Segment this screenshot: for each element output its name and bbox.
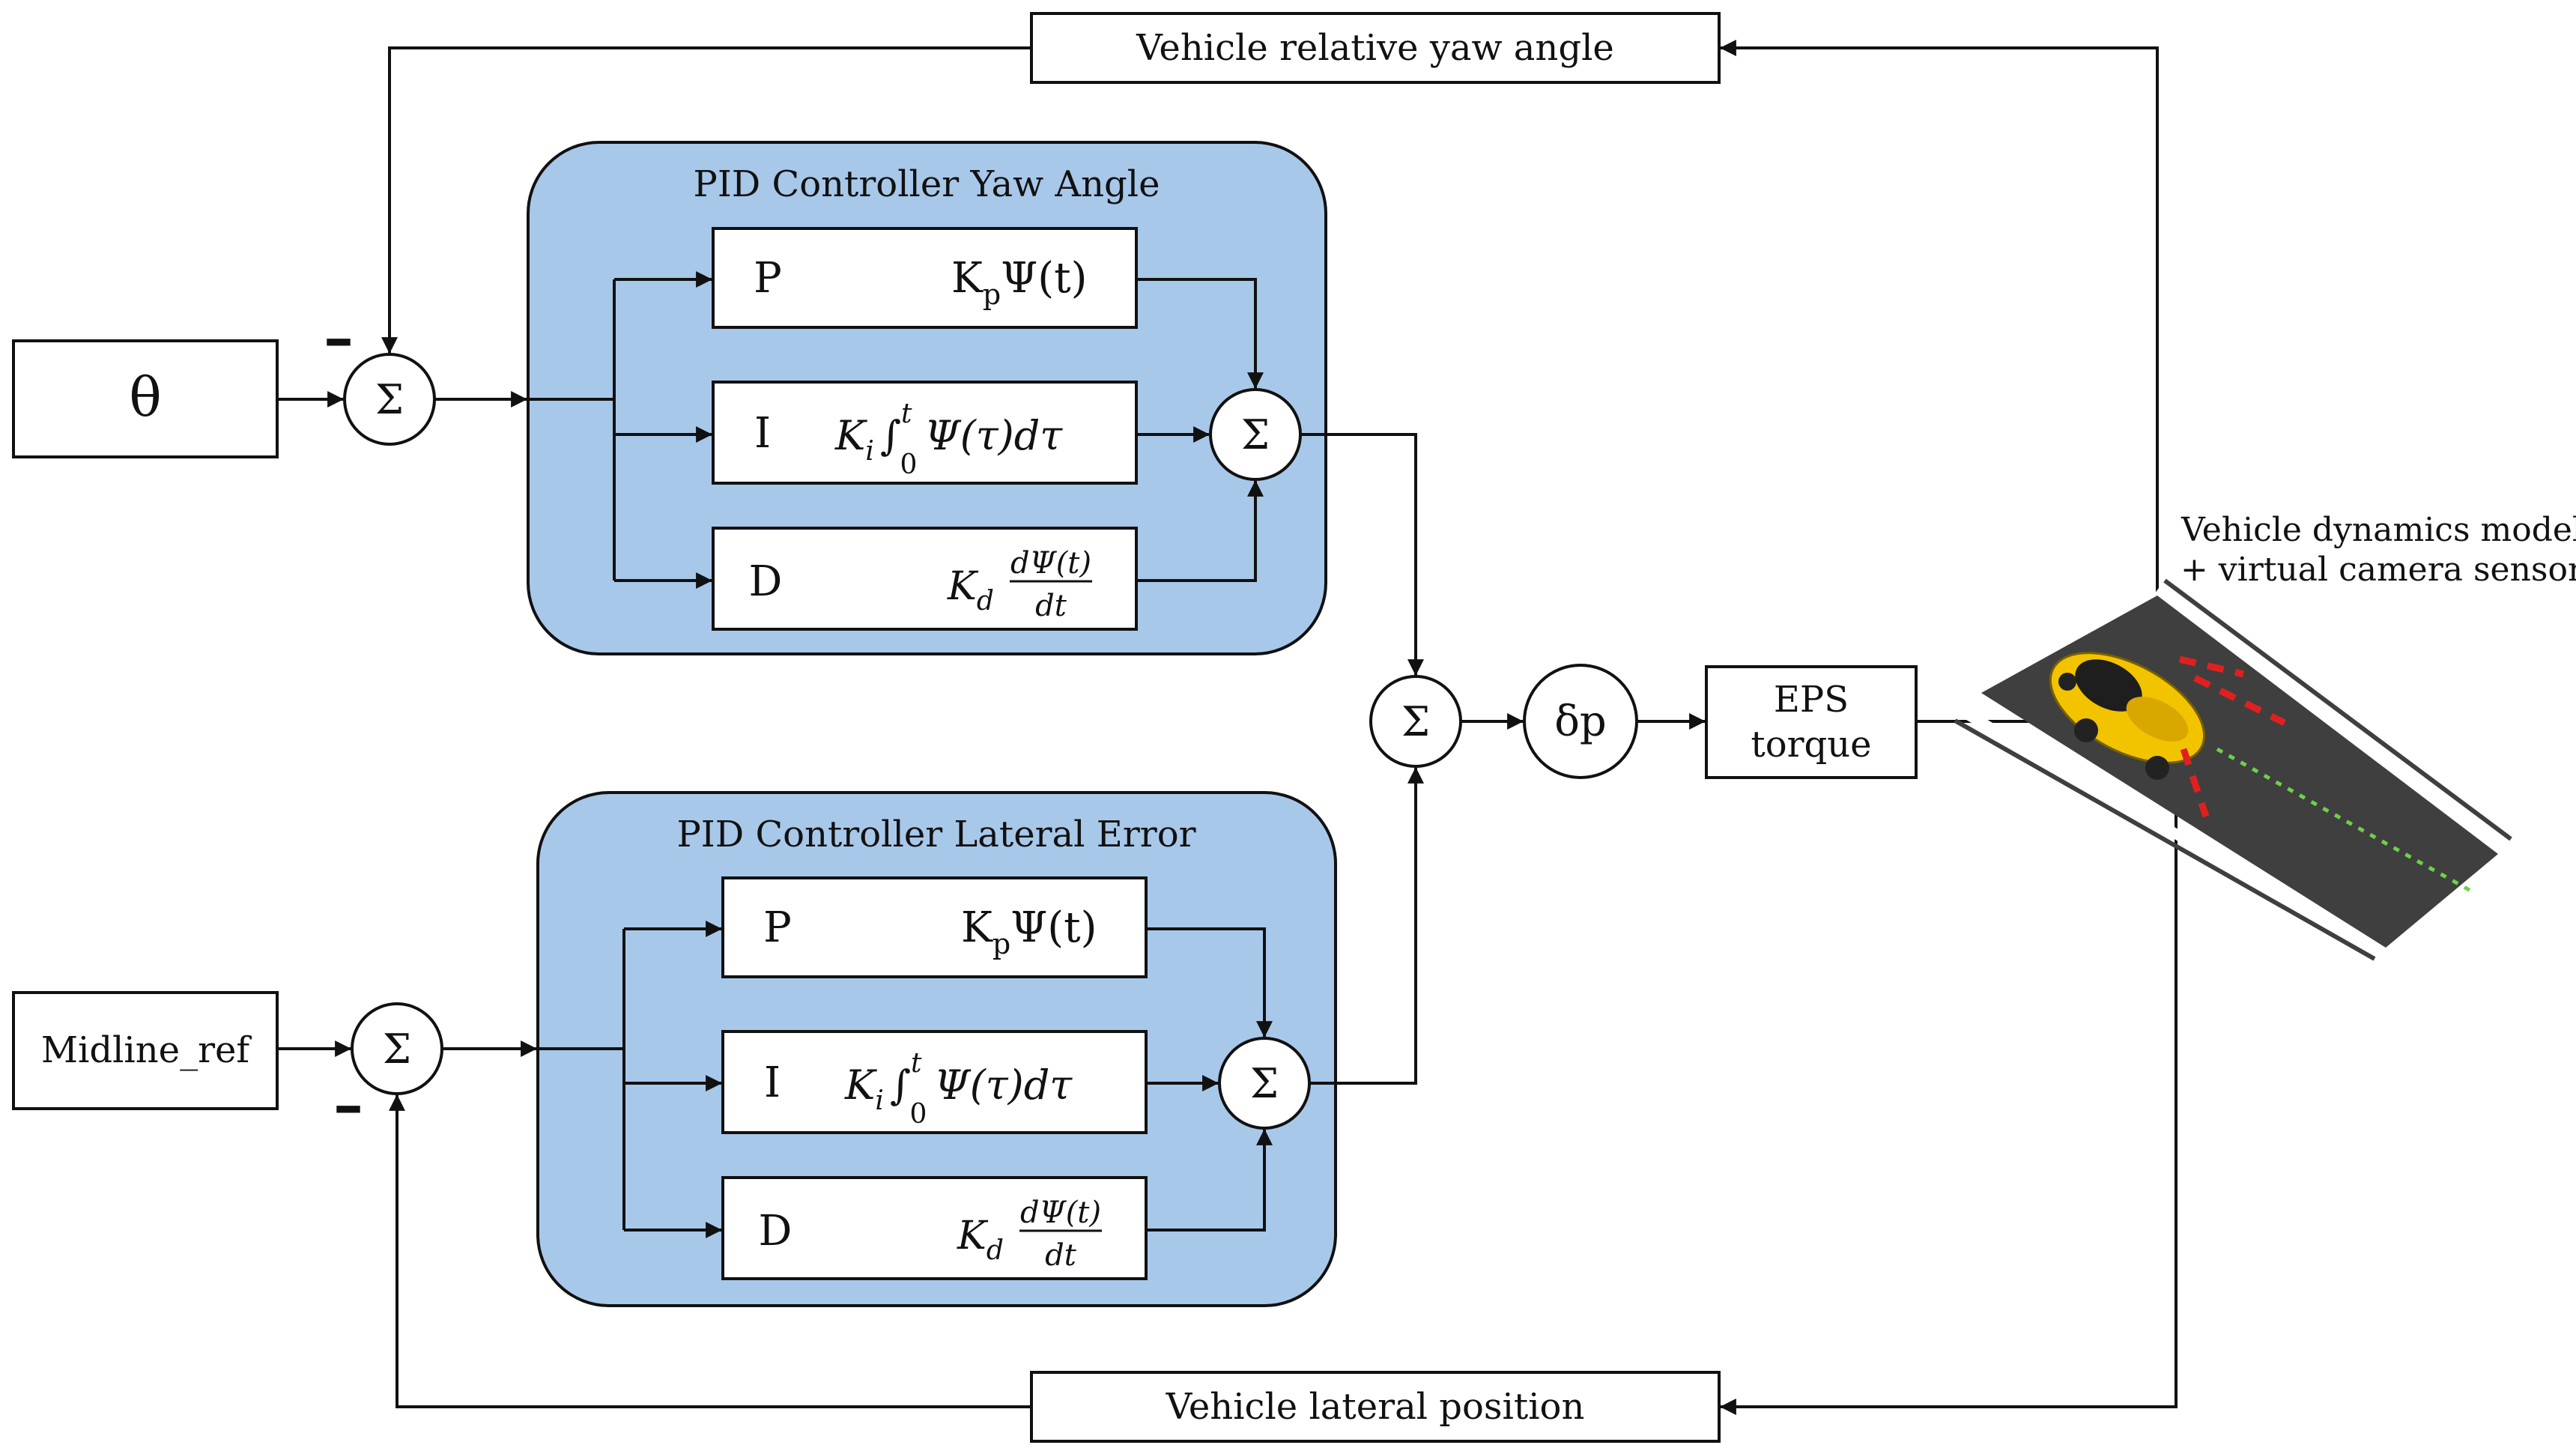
lateral-p-term: KpΨ(t) [961,903,1097,960]
lateral-i-box [721,1030,1148,1134]
wire-yaw-sum-to-combined [1300,433,1424,676]
theta-input-label: θ [129,366,161,428]
midline-input-label: Midline_ref [41,1029,252,1071]
yaw-d-numerator: dΨ(t) [1010,546,1091,581]
delta-p-label: δp [1554,697,1607,746]
yaw-d-box [712,527,1138,631]
vehicle-label-line1: Vehicle dynamics model [2180,511,2576,549]
yaw-error-sum-symbol: Σ [375,376,404,423]
eps-line1: EPS [1774,679,1849,721]
wire-lateral-sum-to-combined [1309,766,1424,1085]
lateral-p-box [721,876,1148,978]
yaw-i-box [712,381,1138,485]
wire-yaw-p-to-sum [1136,278,1264,390]
lateral-d-numerator: dΨ(t) [1020,1196,1101,1230]
lateral-d-coef: Kd [957,1214,1004,1266]
yaw-d-denominator: dt [1035,589,1067,623]
road-icon [1954,578,2512,961]
lateral-d-label: D [759,1207,793,1255]
wire-vehicle-to-lateral-feedback [1719,809,2178,1415]
wire-yaw-feedback-to-sum [381,46,1031,354]
vehicle-label-line2: + virtual camera sensor [2180,551,2576,589]
yaw-p-box [712,227,1138,329]
wire-vehicle-to-yaw-feedback [1719,40,2159,592]
lateral-d-box [721,1176,1148,1280]
lateral-error-sum-symbol: Σ [383,1026,411,1073]
lateral-controller-title: PID Controller Lateral Error [676,814,1195,855]
lateral-i-label: I [764,1058,781,1107]
lateral-feedback-label: Vehicle lateral position [1166,1386,1585,1428]
yaw-p-term: KpΨ(t) [951,254,1087,311]
wire-lateral-p-to-sum [1146,927,1273,1038]
lateral-pid-sum-symbol: Σ [1250,1060,1279,1107]
wire-yaw-d-to-sum [1136,479,1264,582]
yaw-i-label: I [754,409,771,458]
midline-input-box [12,991,279,1110]
lateral-minus-sign: – [333,1069,363,1139]
yaw-controller-title: PID Controller Yaw Angle [694,163,1160,205]
lateral-d-denominator: dt [1045,1238,1077,1273]
wire-lateral-feedback-to-sum [389,1094,1031,1408]
car-icon [2049,652,2287,818]
yaw-feedback-box [1030,12,1721,84]
wire-lateral-d-to-sum [1146,1128,1273,1232]
combined-sum-symbol: Σ [1401,698,1430,745]
yaw-d-coef: Kd [947,564,994,617]
yaw-pid-sum-symbol: Σ [1241,411,1270,458]
yaw-feedback-label: Vehicle relative yaw angle [1136,27,1614,69]
eps-line2: torque [1751,724,1871,766]
yaw-d-label: D [749,557,783,606]
yaw-minus-sign: – [324,302,354,372]
lateral-p-label: P [763,903,792,952]
yaw-p-label: P [754,254,782,303]
